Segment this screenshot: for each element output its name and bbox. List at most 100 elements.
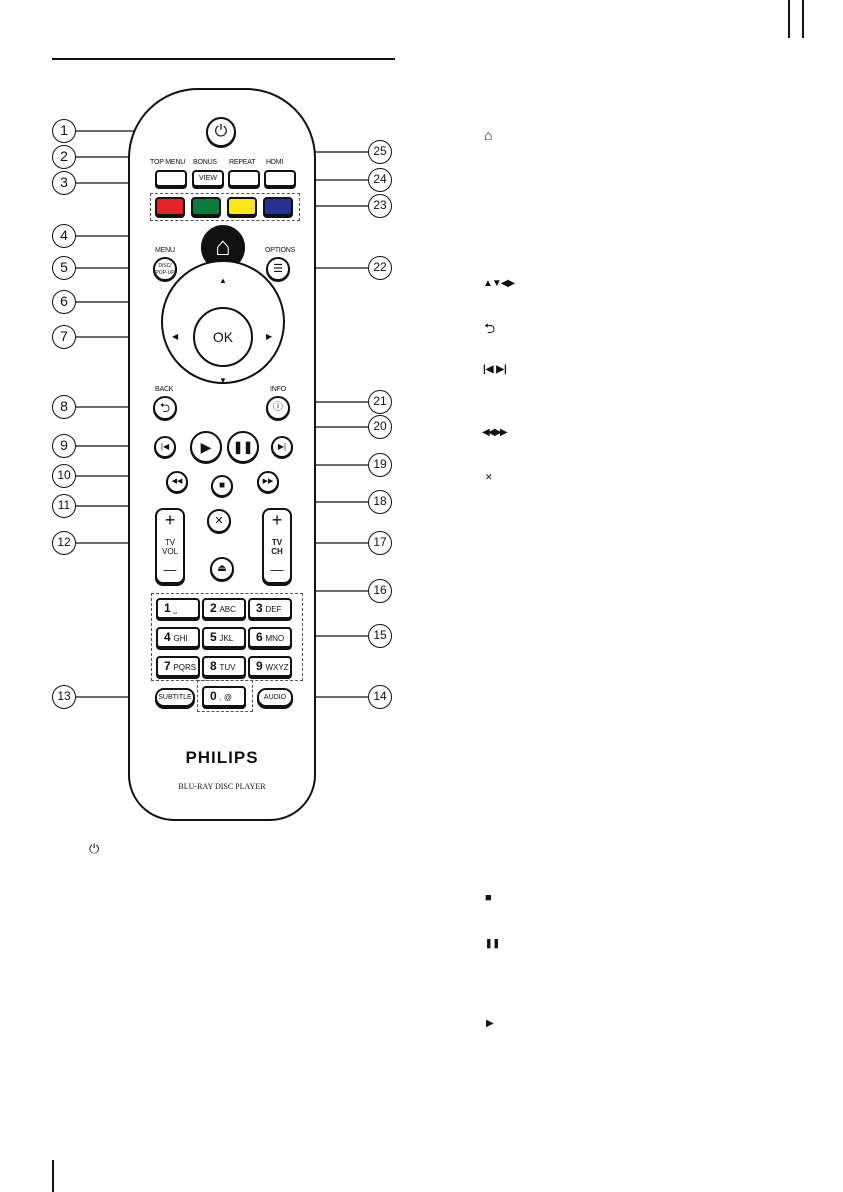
section-rule xyxy=(52,58,395,60)
crop-mark xyxy=(788,0,790,38)
callout-18: 18 xyxy=(368,490,392,514)
red-button[interactable] xyxy=(155,197,185,216)
next-button[interactable]: ▶| xyxy=(271,436,293,458)
bonus-view-label: BONUS xyxy=(193,159,217,166)
disc-popup-button[interactable]: DISC/POP-UP xyxy=(153,257,177,281)
ok-button[interactable]: OK xyxy=(193,307,253,367)
nav-left-icon[interactable]: ◀ xyxy=(172,332,179,341)
back-button[interactable]: ⮌ xyxy=(153,396,177,420)
model-name: BLU-RAY DISC PLAYER xyxy=(178,782,266,791)
callout-6: 6 xyxy=(52,290,76,314)
back-label: BACK xyxy=(155,386,174,393)
hdmi-label: HDMI xyxy=(266,159,284,166)
numpad-key-0[interactable]: 0 . @ xyxy=(202,686,246,707)
info-button[interactable]: ⓘ xyxy=(266,396,290,420)
tv-vol-label-bottom: VOL xyxy=(161,547,178,556)
legend-pause-icon: ❚❚ xyxy=(485,938,501,948)
bonus-view-button[interactable]: VIEW xyxy=(192,170,224,187)
nav-right-icon[interactable]: ▶ xyxy=(266,332,273,341)
numpad-key-5[interactable]: 5 JKL xyxy=(202,627,246,648)
audio-button[interactable]: AUDIO xyxy=(257,688,293,707)
numpad-key-9[interactable]: 9 WXYZ xyxy=(248,656,292,677)
callout-16: 16 xyxy=(368,579,392,603)
previous-button[interactable]: |◀ xyxy=(154,436,176,458)
repeat-button[interactable] xyxy=(228,170,260,187)
callout-23: 23 xyxy=(368,194,392,218)
legend-mute-icon: ✕ xyxy=(485,472,493,482)
yellow-button[interactable] xyxy=(227,197,257,216)
green-button[interactable] xyxy=(191,197,221,216)
blue-button[interactable] xyxy=(263,197,293,216)
crop-mark xyxy=(802,0,804,38)
rewind-icon: ◀◀ xyxy=(171,478,183,485)
callout-13: 13 xyxy=(52,685,76,709)
rewind-button[interactable]: ◀◀ xyxy=(166,471,188,493)
legend-back-icon: ⮌ xyxy=(484,320,496,336)
tv-ch-label-top: TV xyxy=(271,538,283,547)
mute-button[interactable]: ✕ xyxy=(207,509,231,533)
key-letters: JKL xyxy=(219,634,234,643)
fast-forward-button[interactable]: ▶▶ xyxy=(257,471,279,493)
next-icon: ▶| xyxy=(277,442,287,451)
legend-rewind-forward-icon: ◀◀ ▶▶ xyxy=(482,427,508,438)
subtitle-label: SUBTITLE xyxy=(158,694,192,701)
hdmi-button[interactable] xyxy=(264,170,296,187)
stop-button[interactable]: ■ xyxy=(211,475,233,497)
stop-icon: ■ xyxy=(218,480,226,491)
numpad-key-7[interactable]: 7 PQRS xyxy=(156,656,200,677)
legend-home-icon: ⌂ xyxy=(484,127,493,143)
mute-icon: ✕ xyxy=(214,515,224,527)
callout-4: 4 xyxy=(52,224,76,248)
power-button[interactable]: ⏻ xyxy=(206,117,236,147)
callout-14: 14 xyxy=(368,685,392,709)
key-digit: 6 xyxy=(256,630,263,644)
tv-ch-label-bottom: CH xyxy=(271,547,283,556)
nav-down-icon[interactable]: ▼ xyxy=(219,376,227,385)
top-menu-button[interactable] xyxy=(155,170,187,187)
numpad-key-1[interactable]: 1 ⎵ xyxy=(156,598,200,619)
bonus-view-button-label: VIEW xyxy=(199,175,217,182)
numpad-key-4[interactable]: 4 GHI xyxy=(156,627,200,648)
tv-volume-rocker[interactable]: + TV VOL — xyxy=(155,508,185,584)
options-label: OPTIONS xyxy=(265,247,296,254)
callout-17: 17 xyxy=(368,531,392,555)
key-digit: 8 xyxy=(210,659,217,673)
options-button[interactable]: ☰ xyxy=(266,257,290,281)
key-digit: 0 xyxy=(210,689,217,703)
key-digit: 7 xyxy=(164,659,171,673)
brand-logo: PHILIPS xyxy=(185,748,259,767)
callout-21: 21 xyxy=(368,390,392,414)
channel-up-label: + xyxy=(271,510,283,530)
nav-up-icon[interactable]: ▲ xyxy=(219,276,227,285)
play-icon: ▶ xyxy=(200,439,212,455)
numpad-key-8[interactable]: 8 TUV xyxy=(202,656,246,677)
numpad-key-6[interactable]: 6 MNO xyxy=(248,627,292,648)
callout-24: 24 xyxy=(368,168,392,192)
info-icon: ⓘ xyxy=(273,402,283,413)
pause-button[interactable]: ❚❚ xyxy=(227,431,259,463)
eject-button[interactable]: ⏏ xyxy=(210,557,234,581)
key-letters: WXYZ xyxy=(265,663,289,672)
callout-12: 12 xyxy=(52,531,76,555)
legend-navigation-icon: ▲▼◀▶ xyxy=(483,278,515,289)
crop-mark xyxy=(52,1160,54,1192)
legend-previous-next-icon: |◀ ▶| xyxy=(483,364,507,375)
key-digit: 1 xyxy=(164,601,171,615)
power-icon: ⏻ xyxy=(214,123,228,140)
top-menu-label: TOP MENU xyxy=(150,159,186,166)
channel-down-label: — xyxy=(270,562,284,577)
callout-5: 5 xyxy=(52,256,76,280)
callout-25: 25 xyxy=(368,140,392,164)
callout-22: 22 xyxy=(368,256,392,280)
key-letters: DEF xyxy=(265,605,282,614)
home-icon: ⌂ xyxy=(215,231,231,261)
key-letters: MNO xyxy=(265,634,285,643)
play-button[interactable]: ▶ xyxy=(190,431,222,463)
numpad-key-2[interactable]: 2 ABC xyxy=(202,598,246,619)
numpad-key-3[interactable]: 3 DEF xyxy=(248,598,292,619)
subtitle-button[interactable]: SUBTITLE xyxy=(155,688,195,707)
repeat-label: REPEAT xyxy=(229,159,256,166)
key-letters: TUV xyxy=(219,663,236,672)
tv-channel-rocker[interactable]: + TV CH — xyxy=(262,508,292,584)
